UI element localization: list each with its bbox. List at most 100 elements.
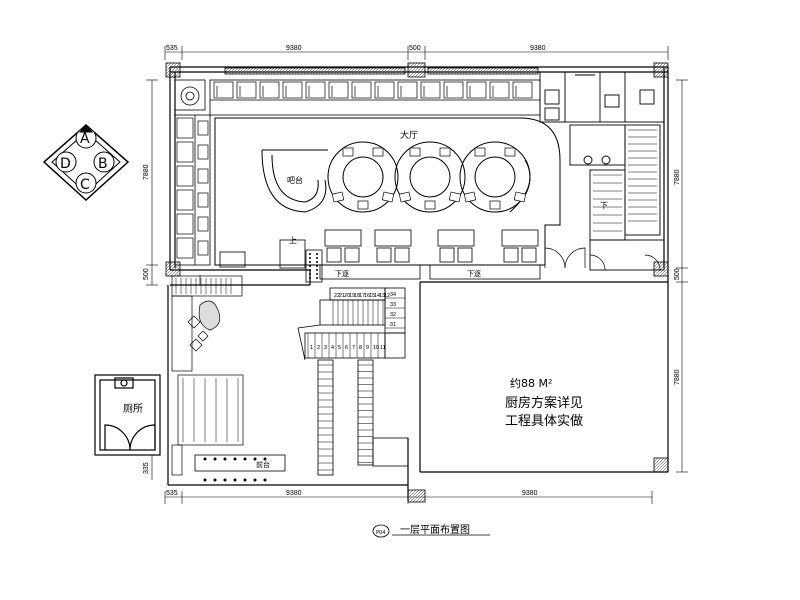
chair [503,247,519,263]
chair [448,191,462,203]
dot [309,273,311,275]
booth-seat [512,81,533,99]
chair [489,200,501,210]
label-bar: 吧台 [287,175,303,185]
dim-bottom-1: 535 [166,490,178,497]
dot [213,457,217,461]
stair-number: 19 [349,293,355,299]
chair [409,147,421,157]
dot [223,457,227,461]
compass-letters: A D B C [60,131,108,193]
chair [342,147,354,157]
stair-number: 12 [384,293,390,299]
reception-counter [219,239,323,283]
table [324,229,362,247]
dot [213,478,217,482]
stair-number: 10 [373,345,379,351]
garden-plants [187,275,221,352]
chair [424,200,436,210]
label-stairs-up: 上 [289,236,297,245]
dot [233,478,237,482]
booth-seat [176,237,194,259]
dim-right-1: 7880 [674,169,681,185]
booth-seat [489,81,510,99]
dot [309,277,311,279]
booth-seat [259,81,280,99]
chair [394,247,410,263]
dimension-labels: 535 9380 500 9380 535 9380 9380 7880 500… [143,45,681,497]
stair-number: 18 [354,293,360,299]
left-stair-lines [175,278,239,442]
stair-treads [307,297,405,471]
booth-table [197,240,209,256]
dot [309,261,311,263]
chair [439,247,455,263]
chair [326,247,342,263]
hall-step-bars [319,264,541,280]
booth-seat [443,81,464,99]
title-badge: P04 [376,530,385,536]
dot [316,253,318,255]
dot [316,269,318,271]
booth-table [197,120,209,136]
dim-top-1: 535 [166,45,178,52]
dot [309,253,311,255]
chair [372,147,384,157]
dot [316,273,318,275]
dot [316,261,318,263]
chair [457,247,473,263]
label-hall: 大厅 [400,129,418,141]
chair [398,191,412,203]
stair-number: 11 [380,345,386,351]
stair-number: 2 [317,345,320,351]
stair-number: 4 [331,345,334,351]
booth-seat [397,81,418,99]
label-kitchen-area: 约88 M² [510,377,552,390]
chair [474,147,486,157]
booth-seat [466,81,487,99]
booth-seat [176,165,194,187]
stair-number: 31 [390,322,396,328]
service-area [539,71,665,271]
dot [233,457,237,461]
booth-seat [176,141,194,163]
label-kitchen-note-2: 工程具体实做 [505,414,583,429]
booth-table [197,168,209,184]
compass-rose [42,124,130,202]
chair [344,247,360,263]
compass-north: A [80,131,90,147]
chair [521,247,537,263]
round-booths [327,141,531,213]
dim-top-3: 500 [409,45,421,52]
chair [381,191,395,203]
stair-number: 21 [339,293,345,299]
stair-number: 9 [366,345,369,351]
compass-west: D [60,156,71,172]
dim-bottom-3: 9380 [522,490,538,497]
chair [463,191,477,203]
chair [357,200,369,210]
booth-seat [176,117,194,139]
label-kitchen-note-1: 厨房方案详见 [505,395,583,411]
booth-table [197,216,209,232]
dim-left-3: 335 [143,462,150,474]
dot [309,265,311,267]
reception-dots [309,253,318,279]
booth-table [197,144,209,160]
dot [316,265,318,267]
booths-left [176,117,209,259]
stair-number: 6 [345,345,348,351]
dot [316,257,318,259]
booth-seat [374,81,395,99]
booth-seating [174,79,541,266]
stair-number: 16 [364,293,370,299]
wall-columns [165,62,669,503]
compass-south: C [80,177,90,193]
dot [253,478,257,482]
stair-number: 8 [359,345,362,351]
dot [316,277,318,279]
stair-number: 3 [324,345,327,351]
